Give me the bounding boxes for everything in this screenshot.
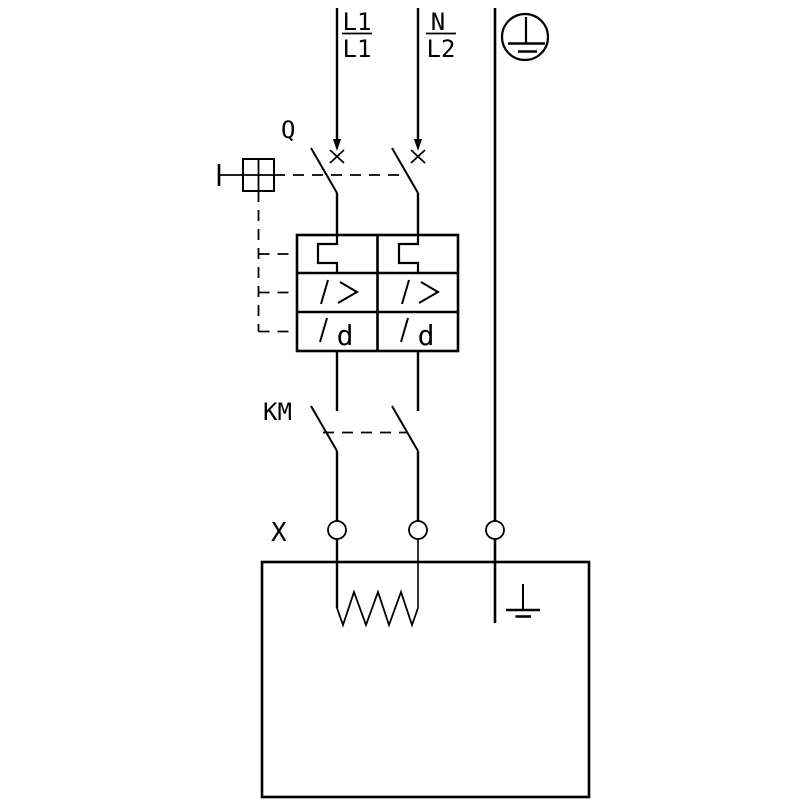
differential-letter: d xyxy=(418,319,435,352)
breaker-pole-2 xyxy=(391,139,426,235)
terminal-label: X xyxy=(271,518,287,548)
terminal-3-icon xyxy=(485,520,505,540)
contactor-blade xyxy=(310,405,338,452)
manual-operator-icon xyxy=(217,158,275,192)
breaker-contact-x-icon xyxy=(329,149,345,164)
n-lower-label: L2 xyxy=(427,35,456,63)
breaker-arrow-icon xyxy=(414,139,422,151)
thermal-element-icon xyxy=(316,235,339,273)
l1-lower-label: L1 xyxy=(343,35,372,63)
breaker-arrow-icon xyxy=(333,139,341,151)
terminal-circles xyxy=(327,520,505,540)
terminal-2-icon xyxy=(408,520,428,540)
differential-symbol-1: d xyxy=(319,317,354,352)
breaker-contact-x-icon xyxy=(410,149,426,164)
heating-element-icon xyxy=(336,589,419,628)
trip-unit-block: d d xyxy=(295,233,460,353)
contactor-blade xyxy=(391,405,419,452)
breaker-blade xyxy=(310,147,338,194)
differential-symbol-2: d xyxy=(400,317,435,352)
supply-line-n: N L2 xyxy=(416,8,456,146)
mechanical-linkage xyxy=(257,174,406,333)
terminal-1-icon xyxy=(327,520,347,540)
differential-letter: d xyxy=(337,319,354,352)
n-upper-label: N xyxy=(431,8,445,36)
contactor-pole-1 xyxy=(310,351,339,521)
overcurrent-symbol-1 xyxy=(320,279,359,305)
load-enclosure xyxy=(260,560,591,799)
breaker-pole-1 xyxy=(310,139,345,235)
breaker-blade xyxy=(391,147,419,194)
earth-ground-icon xyxy=(506,584,540,618)
contactor-label: KM xyxy=(263,398,292,426)
thermal-element-icon xyxy=(397,235,420,273)
overcurrent-symbol-2 xyxy=(401,279,440,305)
supply-line-l1: L1 L1 xyxy=(335,8,372,146)
protective-earth-icon xyxy=(500,12,550,62)
breaker-label: Q xyxy=(281,116,295,144)
contactor-pole-2 xyxy=(391,351,420,521)
l1-upper-label: L1 xyxy=(343,8,372,36)
